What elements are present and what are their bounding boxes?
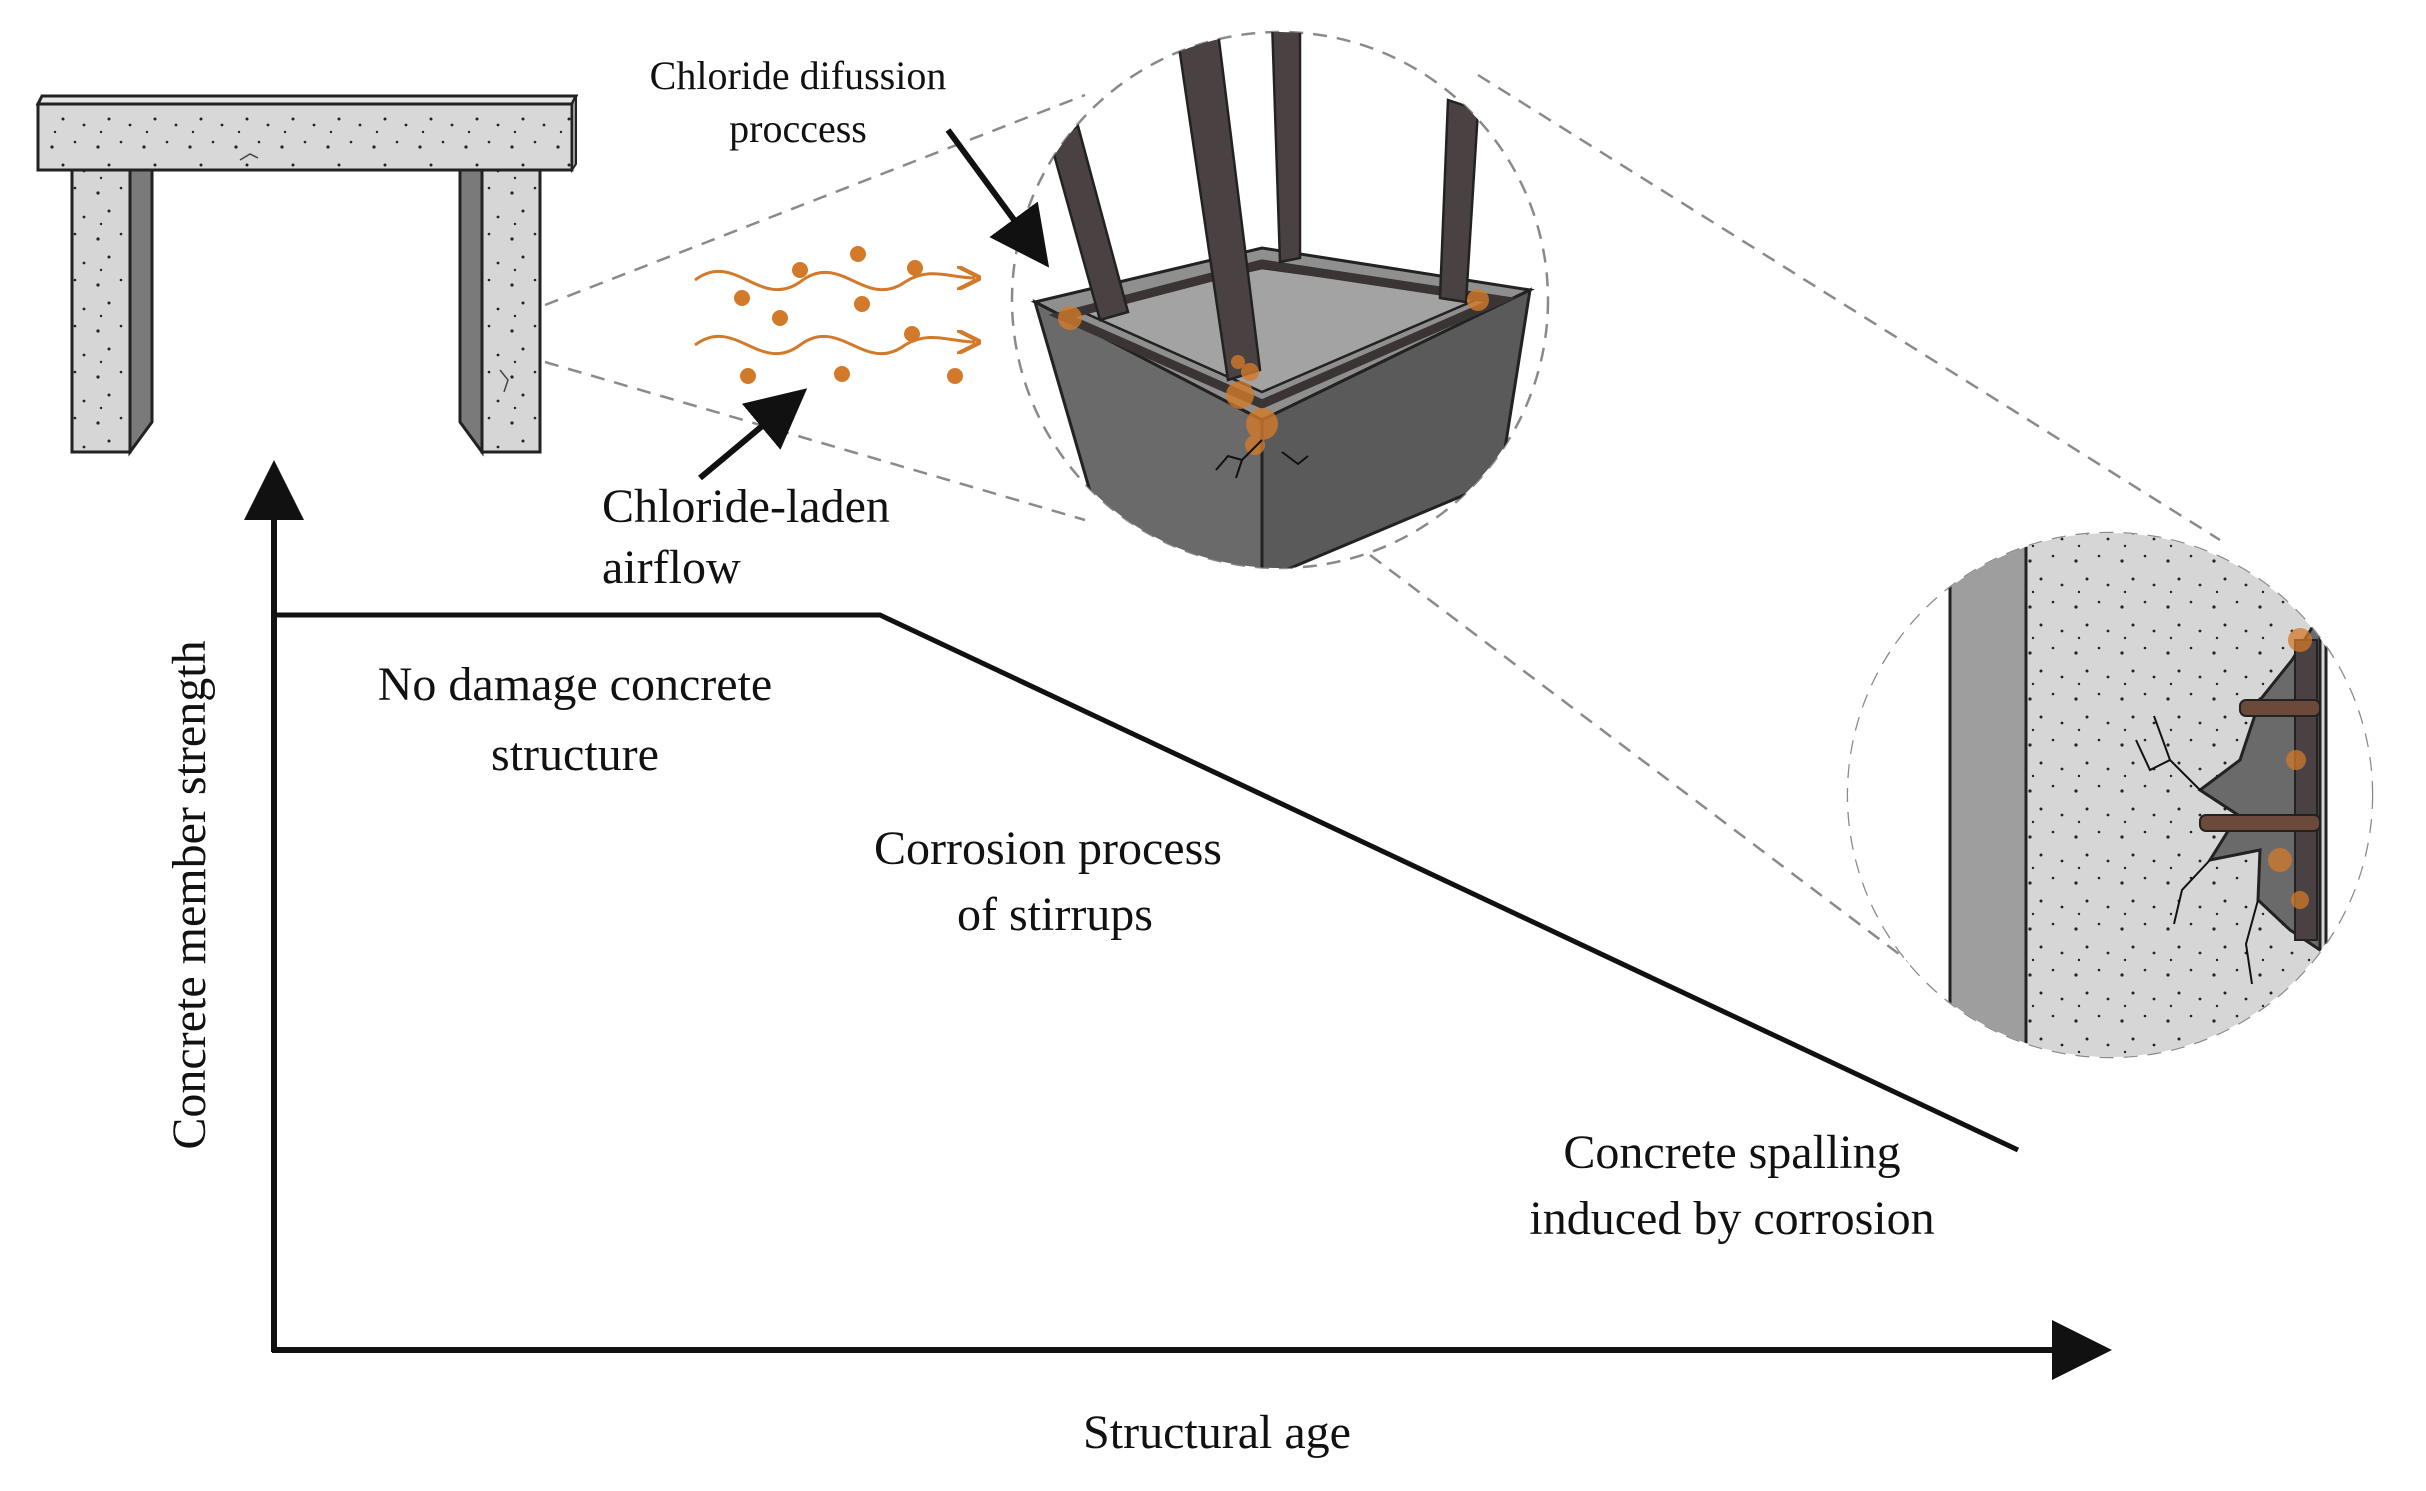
label-corrosion-line-1: Corrosion process: [874, 822, 1222, 875]
x-axis-label: Structural age: [1083, 1406, 1351, 1459]
label-no-damage-line-1: No damage concrete: [378, 658, 772, 711]
strength-degradation-curve: [274, 612, 2020, 1153]
section-left-face: [1032, 299, 1264, 568]
label-chloride-airflow-line-2: airflow: [602, 541, 741, 594]
rebar-3: [1270, 32, 1302, 264]
label-corrosion-line-2: of stirrups: [957, 888, 1153, 941]
spalling-illustration: [1848, 533, 2372, 1057]
chloride-particles: [734, 246, 963, 384]
label-chloride-airflow-line-1: Chloride-laden: [602, 480, 890, 533]
label-spalling-line-2: induced by corrosion: [1529, 1192, 1934, 1245]
y-axis-label: Concrete member strength: [163, 640, 216, 1149]
airflow-wave-2: [694, 336, 975, 356]
chloride-airflow: [694, 246, 975, 384]
rebar-4: [1438, 98, 1480, 304]
spalling-side-face: [1948, 533, 2028, 1057]
column-section-illustration: [1030, 32, 1535, 568]
airflow-pointer-arrow: [698, 388, 808, 481]
label-chloride-diffusion-line-1: Chloride difussion: [650, 53, 947, 98]
strength-age-graph: [244, 460, 2112, 1380]
diffusion-pointer-arrow: [945, 128, 1050, 268]
concrete-frame-illustration: [35, 94, 579, 457]
airflow-wave-1: [694, 271, 975, 292]
label-no-damage-line-2: structure: [491, 728, 659, 781]
label-chloride-diffusion-line-2: proccess: [729, 106, 867, 151]
stirrup: [1048, 259, 1517, 409]
label-spalling-line-1: Concrete spalling: [1563, 1126, 1900, 1179]
